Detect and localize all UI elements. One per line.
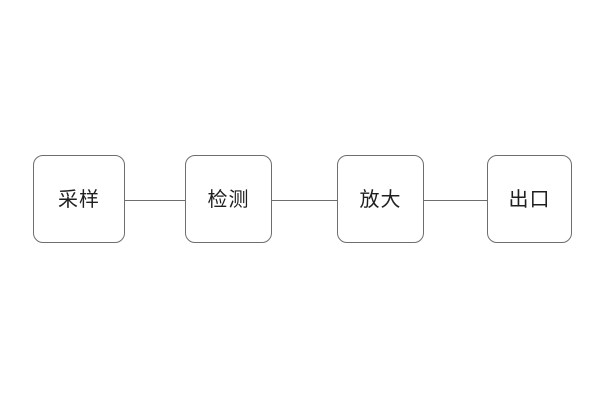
flow-node-label-amplification: 放大 (359, 187, 402, 211)
flow-node-label-sampling: 采样 (58, 187, 100, 211)
flow-node-sampling[interactable]: 采样 (33, 155, 125, 243)
flow-node-label-detection: 检测 (207, 187, 250, 211)
connector-sampling-to-detection (125, 200, 185, 201)
connector-amplification-to-output (424, 200, 487, 201)
flow-node-output[interactable]: 出口 (487, 155, 572, 243)
flow-node-label-output: 出口 (508, 187, 551, 211)
flow-node-detection[interactable]: 检测 (185, 155, 272, 243)
connector-detection-to-amplification (272, 200, 337, 201)
flow-node-amplification[interactable]: 放大 (337, 155, 424, 243)
